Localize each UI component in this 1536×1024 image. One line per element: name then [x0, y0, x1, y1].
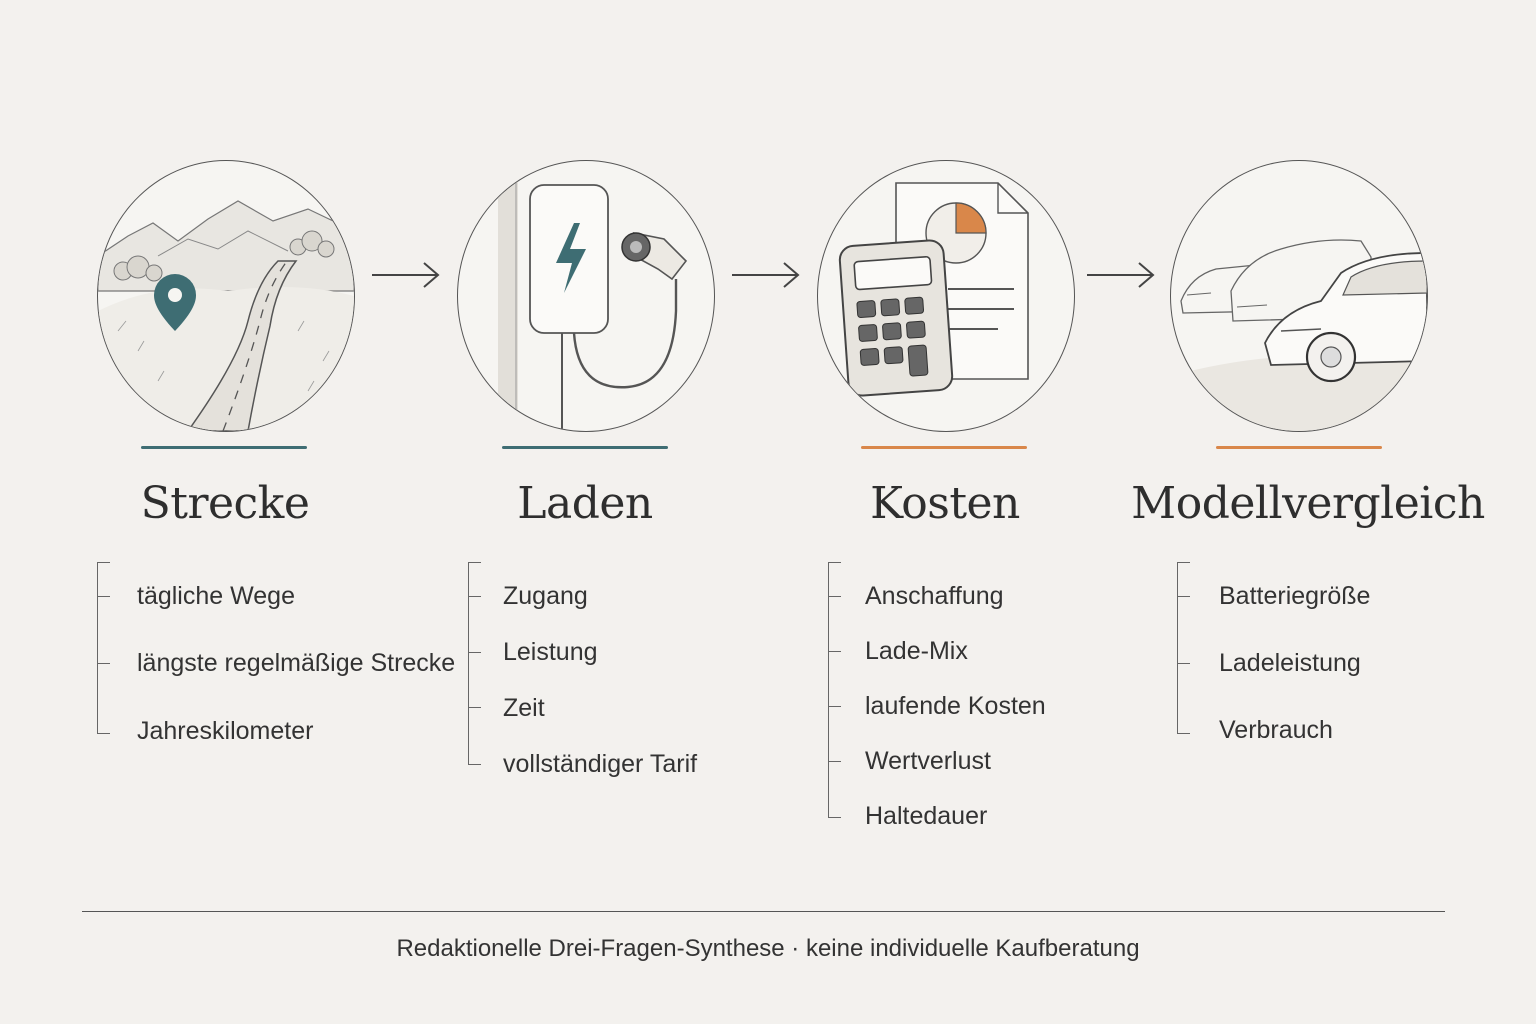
list-item: Leistung	[503, 638, 598, 666]
accent-line	[141, 446, 307, 449]
step-title: Modellvergleich	[1131, 478, 1485, 529]
list-item: Anschaffung	[865, 582, 1004, 610]
bracket	[1177, 562, 1192, 734]
list-item: Wertverlust	[865, 747, 991, 775]
list-item: Lade-Mix	[865, 637, 968, 665]
list-item: Zugang	[503, 582, 588, 610]
list-item: Zeit	[503, 694, 545, 722]
list-item: Batteriegröße	[1219, 582, 1371, 610]
step-modellvergleich: Modellvergleich Batteriegröße Ladeleistu…	[1128, 0, 1488, 860]
calculator-document-icon	[817, 160, 1075, 432]
accent-line	[1216, 446, 1382, 449]
list-item: laufende Kosten	[865, 692, 1046, 720]
list-item: Ladeleistung	[1219, 649, 1361, 677]
list-item: längste regelmäßige Strecke	[137, 649, 456, 677]
arrow-right-icon	[1087, 262, 1155, 288]
step-kosten: Kosten Anschaffung Lade-Mix laufende Kos…	[765, 0, 1125, 860]
step-title: Laden	[517, 478, 653, 529]
wallbox-charger-icon	[457, 160, 715, 432]
list-item: Verbrauch	[1219, 716, 1333, 744]
arrow-right-icon	[732, 262, 800, 288]
bracket	[97, 562, 112, 734]
accent-line	[861, 446, 1027, 449]
step-strecke: Strecke tägliche Wege längste regelmäßig…	[45, 0, 455, 860]
accent-line	[502, 446, 668, 449]
list-item: Jahreskilometer	[137, 717, 314, 745]
list-item: vollständiger Tarif	[503, 750, 698, 778]
arrow-right-icon	[372, 262, 440, 288]
bracket	[828, 562, 843, 818]
step-laden: Laden Zugang Leistung Zeit vollständiger…	[405, 0, 765, 860]
bracket	[468, 562, 483, 765]
footer-note: Redaktionelle Drei-Fragen-Synthese · kei…	[396, 935, 1140, 962]
step-title: Strecke	[140, 478, 310, 529]
road-map-pin-icon	[97, 160, 355, 432]
cars-comparison-icon	[1170, 160, 1428, 432]
list-item: tägliche Wege	[137, 582, 295, 610]
list-item: Haltedauer	[865, 802, 988, 830]
step-title: Kosten	[870, 478, 1020, 529]
footer-divider	[82, 911, 1445, 912]
